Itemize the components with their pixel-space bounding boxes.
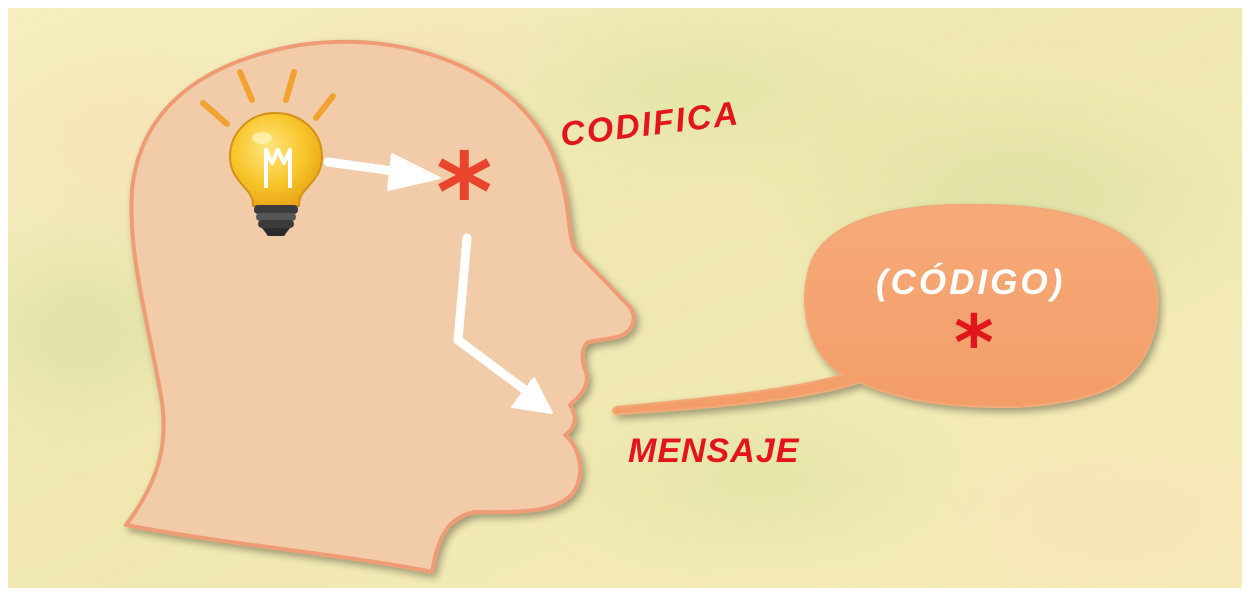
arrow-code-to-message-head [511, 377, 553, 414]
lightbulb-icon [228, 111, 324, 236]
speech-bubble [612, 203, 1159, 416]
light-rays [200, 69, 336, 127]
diagram-panel [8, 8, 1242, 588]
code-label: (CÓDIGO) [876, 263, 1066, 302]
flow-arrows [323, 153, 553, 414]
arrow-idea-to-code-head [387, 153, 441, 191]
diagram-illustration [8, 8, 1242, 588]
code-asterisk-icon: * [954, 298, 994, 387]
asterisk-icon: * [436, 131, 493, 256]
message-label: MENSAJE [628, 432, 800, 470]
arrow-idea-to-code [323, 157, 405, 177]
arrow-code-to-message [453, 233, 530, 395]
